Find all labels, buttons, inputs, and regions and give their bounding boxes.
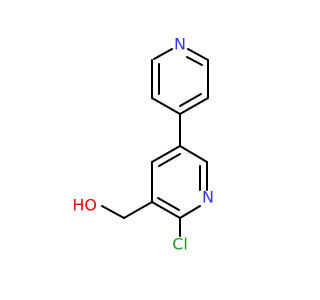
bond-c5-c6 [179, 145, 208, 163]
bond-pyr-c5-c4 [179, 97, 209, 115]
bond-pyr-n-c6 [187, 48, 209, 61]
bond-c4-c5-inner [158, 153, 181, 167]
pyridine-ring [151, 145, 208, 219]
bond-pyr-c5-c4-inner [179, 93, 202, 107]
bond-c4-c5 [151, 145, 181, 163]
atom-chlorine: Cl [172, 235, 188, 254]
structure-canvas: N N Cl HO [72, 35, 214, 254]
bond-ch2-o [101, 205, 125, 219]
bond-c2-c3 [151, 201, 181, 219]
molecule-structure: N N Cl HO [72, 35, 214, 254]
bond-c3-ch2 [123, 201, 153, 219]
pyridyl-ring [151, 48, 209, 115]
atom-nitrogen-ring: N [202, 188, 214, 207]
bond-c2-c3-inner [157, 197, 180, 211]
bond-pyr-c4-c3 [151, 97, 181, 115]
atom-nitrogen-top: N [174, 35, 186, 54]
bond-n1-c2 [179, 205, 201, 219]
atom-hydroxyl: HO [72, 196, 97, 215]
bond-pyr-n-c6-inner [186, 56, 203, 66]
bond-pyr-c2-n [153, 48, 173, 60]
